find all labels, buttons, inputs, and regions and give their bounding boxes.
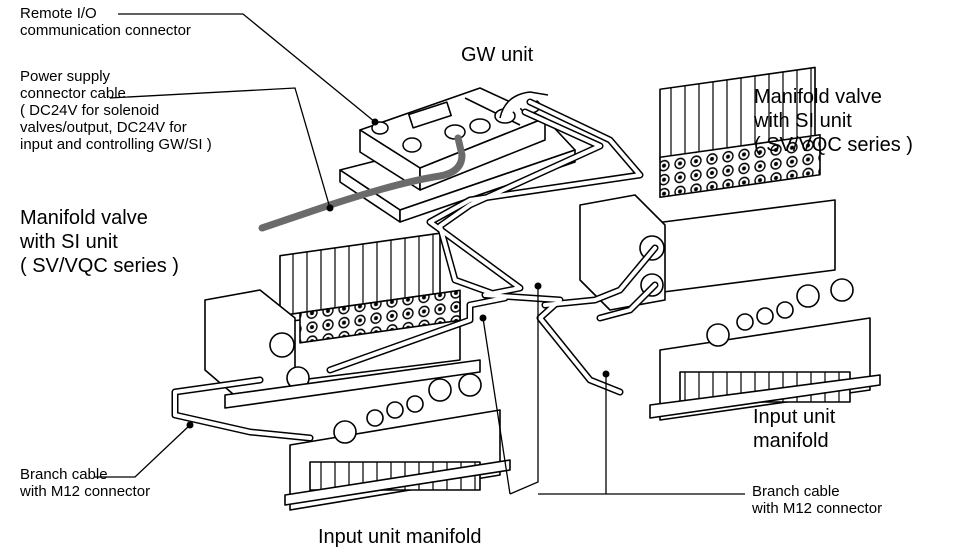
power-supply-cable bbox=[258, 134, 466, 232]
leader-lines bbox=[95, 13, 745, 495]
label-manifold-valve-right: Manifold valve with SI unit ( SV/VQC ser… bbox=[754, 86, 913, 156]
label-branch-cable-right: Branch cable with M12 connector bbox=[752, 483, 883, 517]
label-input-unit-manifold-right: Input unit manifold bbox=[753, 406, 836, 452]
branch-cables-inner bbox=[173, 100, 657, 440]
input-unit-manifold-bottom bbox=[284, 373, 511, 511]
manifold-valve-left bbox=[204, 232, 481, 409]
label-manifold-valve-left: Manifold valve with SI unit ( SV/VQC ser… bbox=[20, 207, 179, 277]
leader-dots bbox=[186, 118, 610, 429]
label-remote-io-connector: Remote I/O communication connector bbox=[20, 5, 191, 39]
label-branch-cable-left: Branch cable with M12 connector bbox=[20, 466, 151, 500]
label-gw-unit: GW unit bbox=[461, 44, 534, 66]
input-unit-manifold-right bbox=[649, 278, 881, 421]
manifold-valve-right bbox=[579, 66, 836, 311]
label-power-supply-cable: Power supply connector cable ( DC24V for… bbox=[20, 68, 212, 153]
label-input-unit-manifold-bottom: Input unit manifold bbox=[318, 526, 482, 548]
